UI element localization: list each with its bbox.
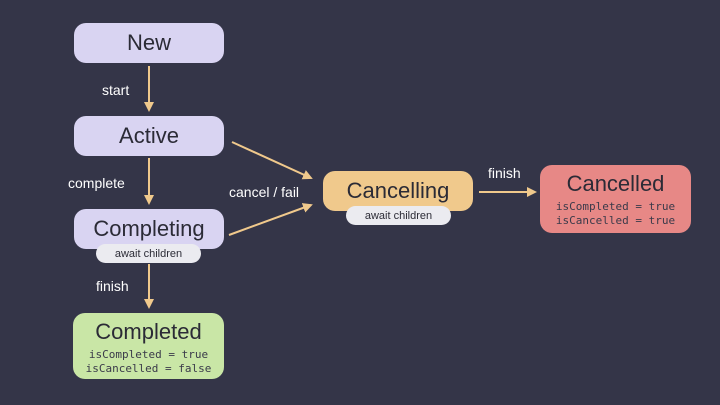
state-new-title: New — [126, 30, 171, 55]
state-completed-title: Completed — [95, 319, 202, 344]
completed-is-cancelled-flag: isCancelled = false — [85, 362, 212, 375]
state-completed: Completed isCompleted = true isCancelled… — [73, 313, 224, 379]
label-start: start — [102, 82, 130, 98]
state-completing: Completing — [74, 209, 224, 249]
state-cancelling: Cancelling — [323, 171, 473, 211]
state-cancelled-title: Cancelled — [566, 171, 665, 196]
state-cancelled: Cancelled isCompleted = true isCancelled… — [540, 165, 691, 233]
arrow-active-to-cancelling — [231, 141, 313, 180]
completed-is-completed-flag: isCompleted = true — [88, 348, 209, 361]
cancelled-is-completed-flag: isCompleted = true — [555, 200, 676, 213]
label-complete: complete — [68, 175, 125, 191]
label-finish-cancelling: finish — [488, 165, 521, 181]
state-completing-title: Completing — [93, 216, 205, 241]
state-active-title: Active — [119, 123, 179, 148]
state-active: Active — [74, 116, 224, 156]
state-new: New — [74, 23, 224, 63]
cancelled-is-cancelled-flag: isCancelled = true — [555, 214, 676, 227]
cancelling-note-badge: await children — [346, 206, 451, 225]
label-finish-completing: finish — [96, 278, 129, 294]
state-cancelling-title: Cancelling — [346, 178, 450, 203]
completing-note-badge: await children — [96, 244, 201, 263]
label-cancel-fail: cancel / fail — [229, 184, 300, 200]
arrow-completing-to-cancelling — [228, 203, 313, 236]
